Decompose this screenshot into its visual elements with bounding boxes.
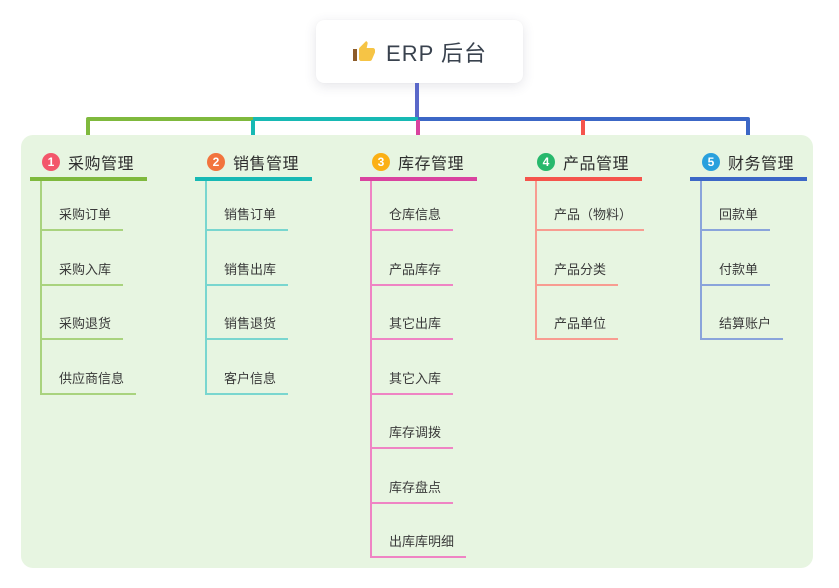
child-node[interactable]: 结算账户 — [702, 286, 784, 340]
child-node-label: 销售出库 — [224, 261, 277, 277]
child-node[interactable]: 产品库存 — [372, 231, 454, 286]
child-node-label: 销售退货 — [224, 316, 277, 331]
child-node-label: 出库库明细 — [389, 534, 455, 549]
child-node-label: 产品分类 — [554, 261, 607, 277]
branch-inventory-children: 仓库信息 产品库存 其它出库 其它入库 库存调拨 库存盘点 出库库明细 — [370, 181, 525, 558]
branch-title-label: 采购管理 — [68, 155, 135, 173]
branch-title-label: 销售管理 — [233, 155, 300, 173]
branch-sales-badge: 2 — [207, 152, 225, 171]
child-node[interactable]: 销售出库 — [207, 231, 289, 286]
child-node[interactable]: 仓库信息 — [372, 181, 454, 231]
child-node-label: 采购退货 — [59, 316, 112, 331]
branch-inventory: 3 库存管理 仓库信息 产品库存 其它出库 其它入库 库存调拨 库存盘点 出库库… — [360, 146, 525, 558]
branch-inventory-title[interactable]: 3 库存管理 — [360, 146, 477, 181]
child-node[interactable]: 库存盘点 — [372, 449, 454, 504]
branches-panel — [21, 135, 813, 568]
connector-bar-finance — [418, 117, 750, 121]
child-node[interactable]: 其它出库 — [372, 286, 454, 340]
child-node-label: 库存调拨 — [389, 425, 442, 440]
branch-finance-title[interactable]: 5 财务管理 — [690, 146, 807, 181]
child-node-label: 产品（物料） — [554, 207, 633, 222]
child-node[interactable]: 库存调拨 — [372, 395, 454, 449]
root-node-label: ERP 后台 — [386, 40, 487, 66]
branch-product-badge: 4 — [537, 152, 555, 171]
child-node[interactable]: 销售退货 — [207, 286, 289, 340]
child-node[interactable]: 付款单 — [702, 231, 771, 286]
child-node-label: 采购订单 — [59, 207, 112, 222]
branch-title-label: 库存管理 — [398, 155, 465, 173]
child-node-label: 供应商信息 — [59, 370, 125, 386]
child-node-label: 回款单 — [719, 207, 759, 222]
child-node-label: 其它出库 — [389, 316, 442, 331]
connector-bar-sales — [253, 117, 418, 121]
branch-product-title[interactable]: 4 产品管理 — [525, 146, 642, 181]
child-node[interactable]: 采购退货 — [42, 286, 124, 340]
branch-product: 4 产品管理 产品（物料） 产品分类 产品单位 — [525, 146, 690, 340]
connector-drop-product — [581, 120, 585, 146]
branch-purchase: 1 采购管理 采购订单 采购入库 采购退货 供应商信息 — [30, 146, 195, 395]
child-node-label: 产品库存 — [389, 261, 442, 277]
child-node[interactable]: 回款单 — [702, 181, 771, 231]
child-node[interactable]: 客户信息 — [207, 340, 289, 395]
branch-sales-title[interactable]: 2 销售管理 — [195, 146, 312, 181]
branch-sales: 2 销售管理 销售订单 销售出库 销售退货 客户信息 — [195, 146, 360, 395]
child-node[interactable]: 采购订单 — [42, 181, 124, 231]
branch-purchase-children: 采购订单 采购入库 采购退货 供应商信息 — [40, 181, 195, 395]
child-node-label: 采购入库 — [59, 261, 112, 277]
branch-product-children: 产品（物料） 产品分类 产品单位 — [535, 181, 690, 340]
branch-finance: 5 财务管理 回款单 付款单 结算账户 — [690, 146, 839, 340]
child-node[interactable]: 产品分类 — [537, 231, 619, 286]
child-node[interactable]: 采购入库 — [42, 231, 124, 286]
child-node-label: 付款单 — [719, 261, 759, 277]
branch-title-label: 产品管理 — [563, 155, 630, 173]
child-node[interactable]: 销售订单 — [207, 181, 289, 231]
connector-bar-purchase — [86, 117, 253, 121]
root-node[interactable]: ERP 后台 — [316, 20, 523, 83]
branch-title-label: 财务管理 — [728, 155, 795, 173]
child-node-label: 其它入库 — [389, 370, 442, 386]
child-node[interactable]: 产品（物料） — [537, 181, 645, 231]
connector-drop-purchase — [86, 120, 90, 146]
branch-inventory-badge: 3 — [372, 152, 390, 171]
child-node[interactable]: 出库库明细 — [372, 504, 467, 558]
connector-drop-sales — [251, 120, 255, 146]
child-node-label: 销售订单 — [224, 207, 277, 222]
child-node-label: 仓库信息 — [389, 207, 442, 222]
child-node-label: 产品单位 — [554, 316, 607, 331]
branch-purchase-badge: 1 — [42, 152, 60, 171]
connector-drop-inventory — [416, 120, 420, 146]
branch-sales-children: 销售订单 销售出库 销售退货 客户信息 — [205, 181, 360, 395]
branch-finance-badge: 5 — [702, 152, 720, 171]
child-node[interactable]: 其它入库 — [372, 340, 454, 395]
thumbs-up-icon — [352, 40, 376, 64]
child-node-label: 库存盘点 — [389, 479, 442, 495]
child-node[interactable]: 产品单位 — [537, 286, 619, 340]
child-node-label: 客户信息 — [224, 370, 277, 386]
branch-purchase-title[interactable]: 1 采购管理 — [30, 146, 147, 181]
connector-drop-finance — [746, 120, 750, 146]
connector-root-vertical — [415, 83, 419, 118]
child-node-label: 结算账户 — [719, 316, 772, 331]
branch-finance-children: 回款单 付款单 结算账户 — [700, 181, 839, 340]
child-node[interactable]: 供应商信息 — [42, 340, 137, 395]
